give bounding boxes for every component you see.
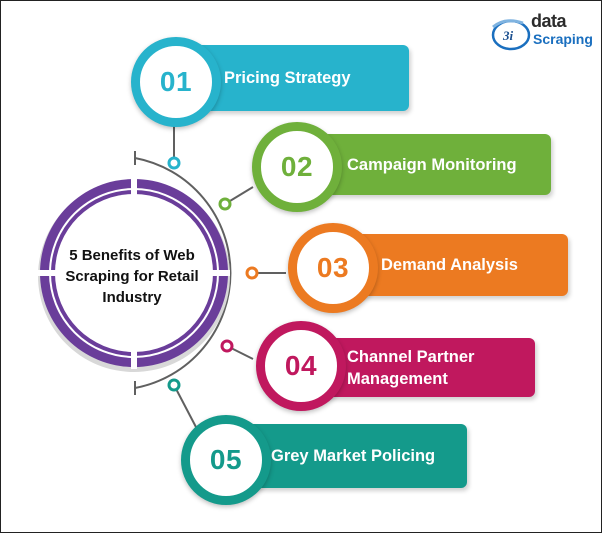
center-title-line-2: Scraping for Retail bbox=[65, 268, 199, 285]
center-title: 5 Benefits of Web Scraping for Retail In… bbox=[49, 245, 215, 308]
benefit-badge-04: 04 bbox=[256, 321, 346, 411]
benefit-number-04: 04 bbox=[284, 350, 318, 381]
dot-02 bbox=[218, 197, 232, 211]
benefit-badge-02: 02 bbox=[252, 122, 342, 212]
benefit-badge-03: 03 bbox=[288, 223, 378, 313]
logo-word-data: data bbox=[531, 11, 567, 31]
benefit-number-05: 05 bbox=[209, 444, 243, 475]
benefit-label-04: Channel Partner Management bbox=[347, 347, 475, 388]
logo-mark-icon: 3i bbox=[491, 19, 531, 51]
dot-03 bbox=[245, 266, 259, 280]
logo-word-scraping: Scraping bbox=[533, 31, 593, 47]
benefit-label-05: Grey Market Policing bbox=[271, 447, 436, 465]
center-disc bbox=[55, 194, 213, 352]
benefit-number-03: 03 bbox=[316, 252, 350, 283]
benefit-number-01: 01 bbox=[159, 66, 193, 97]
benefit-number-02: 02 bbox=[280, 151, 314, 182]
benefit-label-03: Demand Analysis bbox=[381, 256, 518, 274]
dot-05 bbox=[167, 378, 181, 392]
logo-mark-text: 3i bbox=[502, 28, 514, 43]
dot-01 bbox=[167, 156, 181, 170]
benefit-badge-01: 01 bbox=[131, 37, 221, 127]
brand-logo: 3i data Scraping bbox=[489, 11, 593, 57]
benefit-badge-05: 05 bbox=[181, 415, 271, 505]
spoke-05 bbox=[173, 384, 198, 430]
center-title-line-3: Industry bbox=[102, 289, 162, 306]
benefit-label-01: Pricing Strategy bbox=[224, 69, 351, 87]
connector-arc bbox=[134, 157, 232, 389]
dot-04 bbox=[220, 339, 234, 353]
center-title-line-1: 5 Benefits of Web bbox=[69, 247, 195, 264]
benefit-label-02: Campaign Monitoring bbox=[347, 155, 517, 174]
